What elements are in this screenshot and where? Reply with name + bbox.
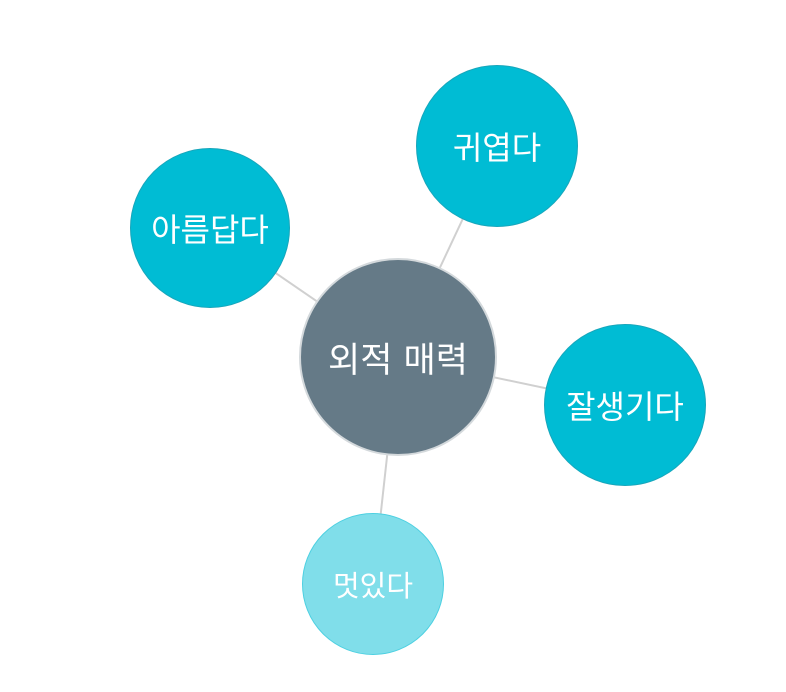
center-node[interactable]: 외적 매력 (299, 258, 497, 456)
center-node-label: 외적 매력 (328, 340, 468, 381)
branch-node-jalsaenggida[interactable]: 잘생기다 (544, 324, 706, 486)
branch-node-gwiyeopda[interactable]: 귀엽다 (416, 65, 578, 227)
branch-node-meositda[interactable]: 멋있다 (302, 513, 444, 655)
branch-node-label: 귀엽다 (452, 129, 542, 167)
branch-node-areumdapda[interactable]: 아름답다 (130, 148, 290, 308)
branch-node-label: 멋있다 (332, 569, 414, 603)
branch-node-label: 아름답다 (151, 211, 269, 249)
branch-node-label: 잘생기다 (566, 388, 684, 426)
